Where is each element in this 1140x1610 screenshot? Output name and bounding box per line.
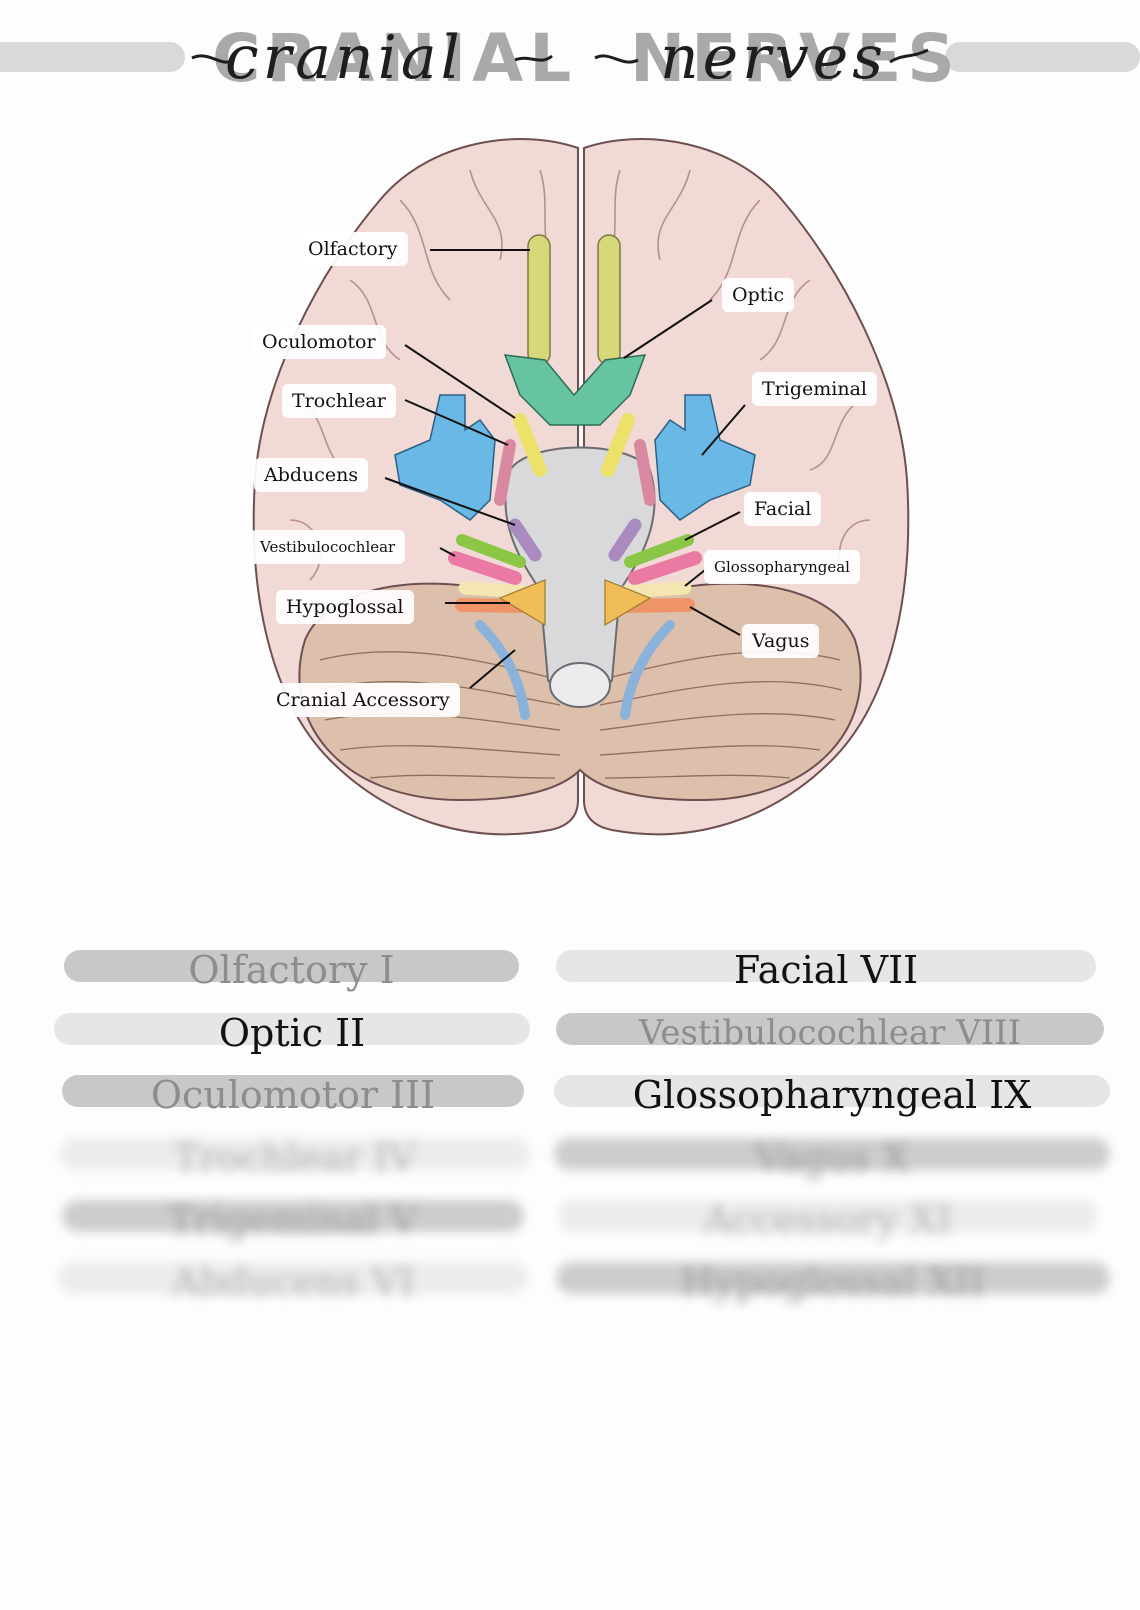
nerve-list-item: Oculomotor III [62, 1075, 524, 1107]
label-cranial-accessory: Cranial Accessory [266, 683, 460, 717]
nerve-list-text: Trigeminal V [168, 1200, 417, 1240]
nerve-list-item: Trochlear IV [60, 1138, 530, 1170]
nerve-list-text: Hypoglossal XII [681, 1262, 985, 1302]
nerve-list-text: Oculomotor III [151, 1075, 435, 1115]
label-abducens: Abducens [254, 458, 368, 492]
nerve-list-item: Accessory XI [558, 1200, 1098, 1232]
nerve-list-item: Hypoglossal XII [556, 1262, 1110, 1294]
nerve-list-text: Optic II [219, 1013, 365, 1053]
olfactory-tract-right [598, 235, 620, 365]
label-vestibulocochlear: Vestibulocochlear [250, 530, 405, 564]
nerve-list-text: Glossopharyngeal IX [633, 1075, 1032, 1115]
label-facial: Facial [744, 492, 821, 526]
label-oculomotor: Oculomotor [252, 325, 386, 359]
label-trochlear: Trochlear [282, 384, 396, 418]
nerve-list-item: Abducens VI [58, 1262, 528, 1294]
label-glossopharyngeal: Glossopharyngeal [704, 550, 860, 584]
label-hypoglossal: Hypoglossal [276, 590, 414, 624]
label-olfactory: Olfactory [298, 232, 408, 266]
brain-illustration [0, 0, 1140, 880]
nerve-list-item: Facial VII [556, 950, 1096, 982]
label-trigeminal: Trigeminal [752, 372, 877, 406]
nerve-list-item: Olfactory I [64, 950, 519, 982]
nerve-list-item: Glossopharyngeal IX [554, 1075, 1110, 1107]
nerve-list-text: Abducens VI [172, 1262, 415, 1302]
nerve-list-text: Trochlear IV [174, 1138, 416, 1178]
cranial-nerves-diagram: Olfactory Optic Oculomotor Trigeminal Tr… [0, 0, 1140, 880]
label-optic: Optic [722, 278, 794, 312]
nerve-list-text: Accessory XI [704, 1200, 952, 1240]
nerve-list-text: Vagus X [755, 1138, 909, 1178]
label-vagus: Vagus [742, 624, 819, 658]
nerve-list-text: Vestibulocochlear VIII [639, 1013, 1021, 1053]
nerve-list-item: Vagus X [554, 1138, 1110, 1170]
nerve-list-item: Optic II [54, 1013, 530, 1045]
medulla-cross-section [550, 663, 610, 707]
nerve-list-item: Trigeminal V [62, 1200, 524, 1232]
nerve-list-text: Olfactory I [188, 950, 394, 990]
nerve-list-item: Vestibulocochlear VIII [556, 1013, 1104, 1045]
nerve-list-text: Facial VII [734, 950, 918, 990]
olfactory-tract-left [528, 235, 550, 365]
